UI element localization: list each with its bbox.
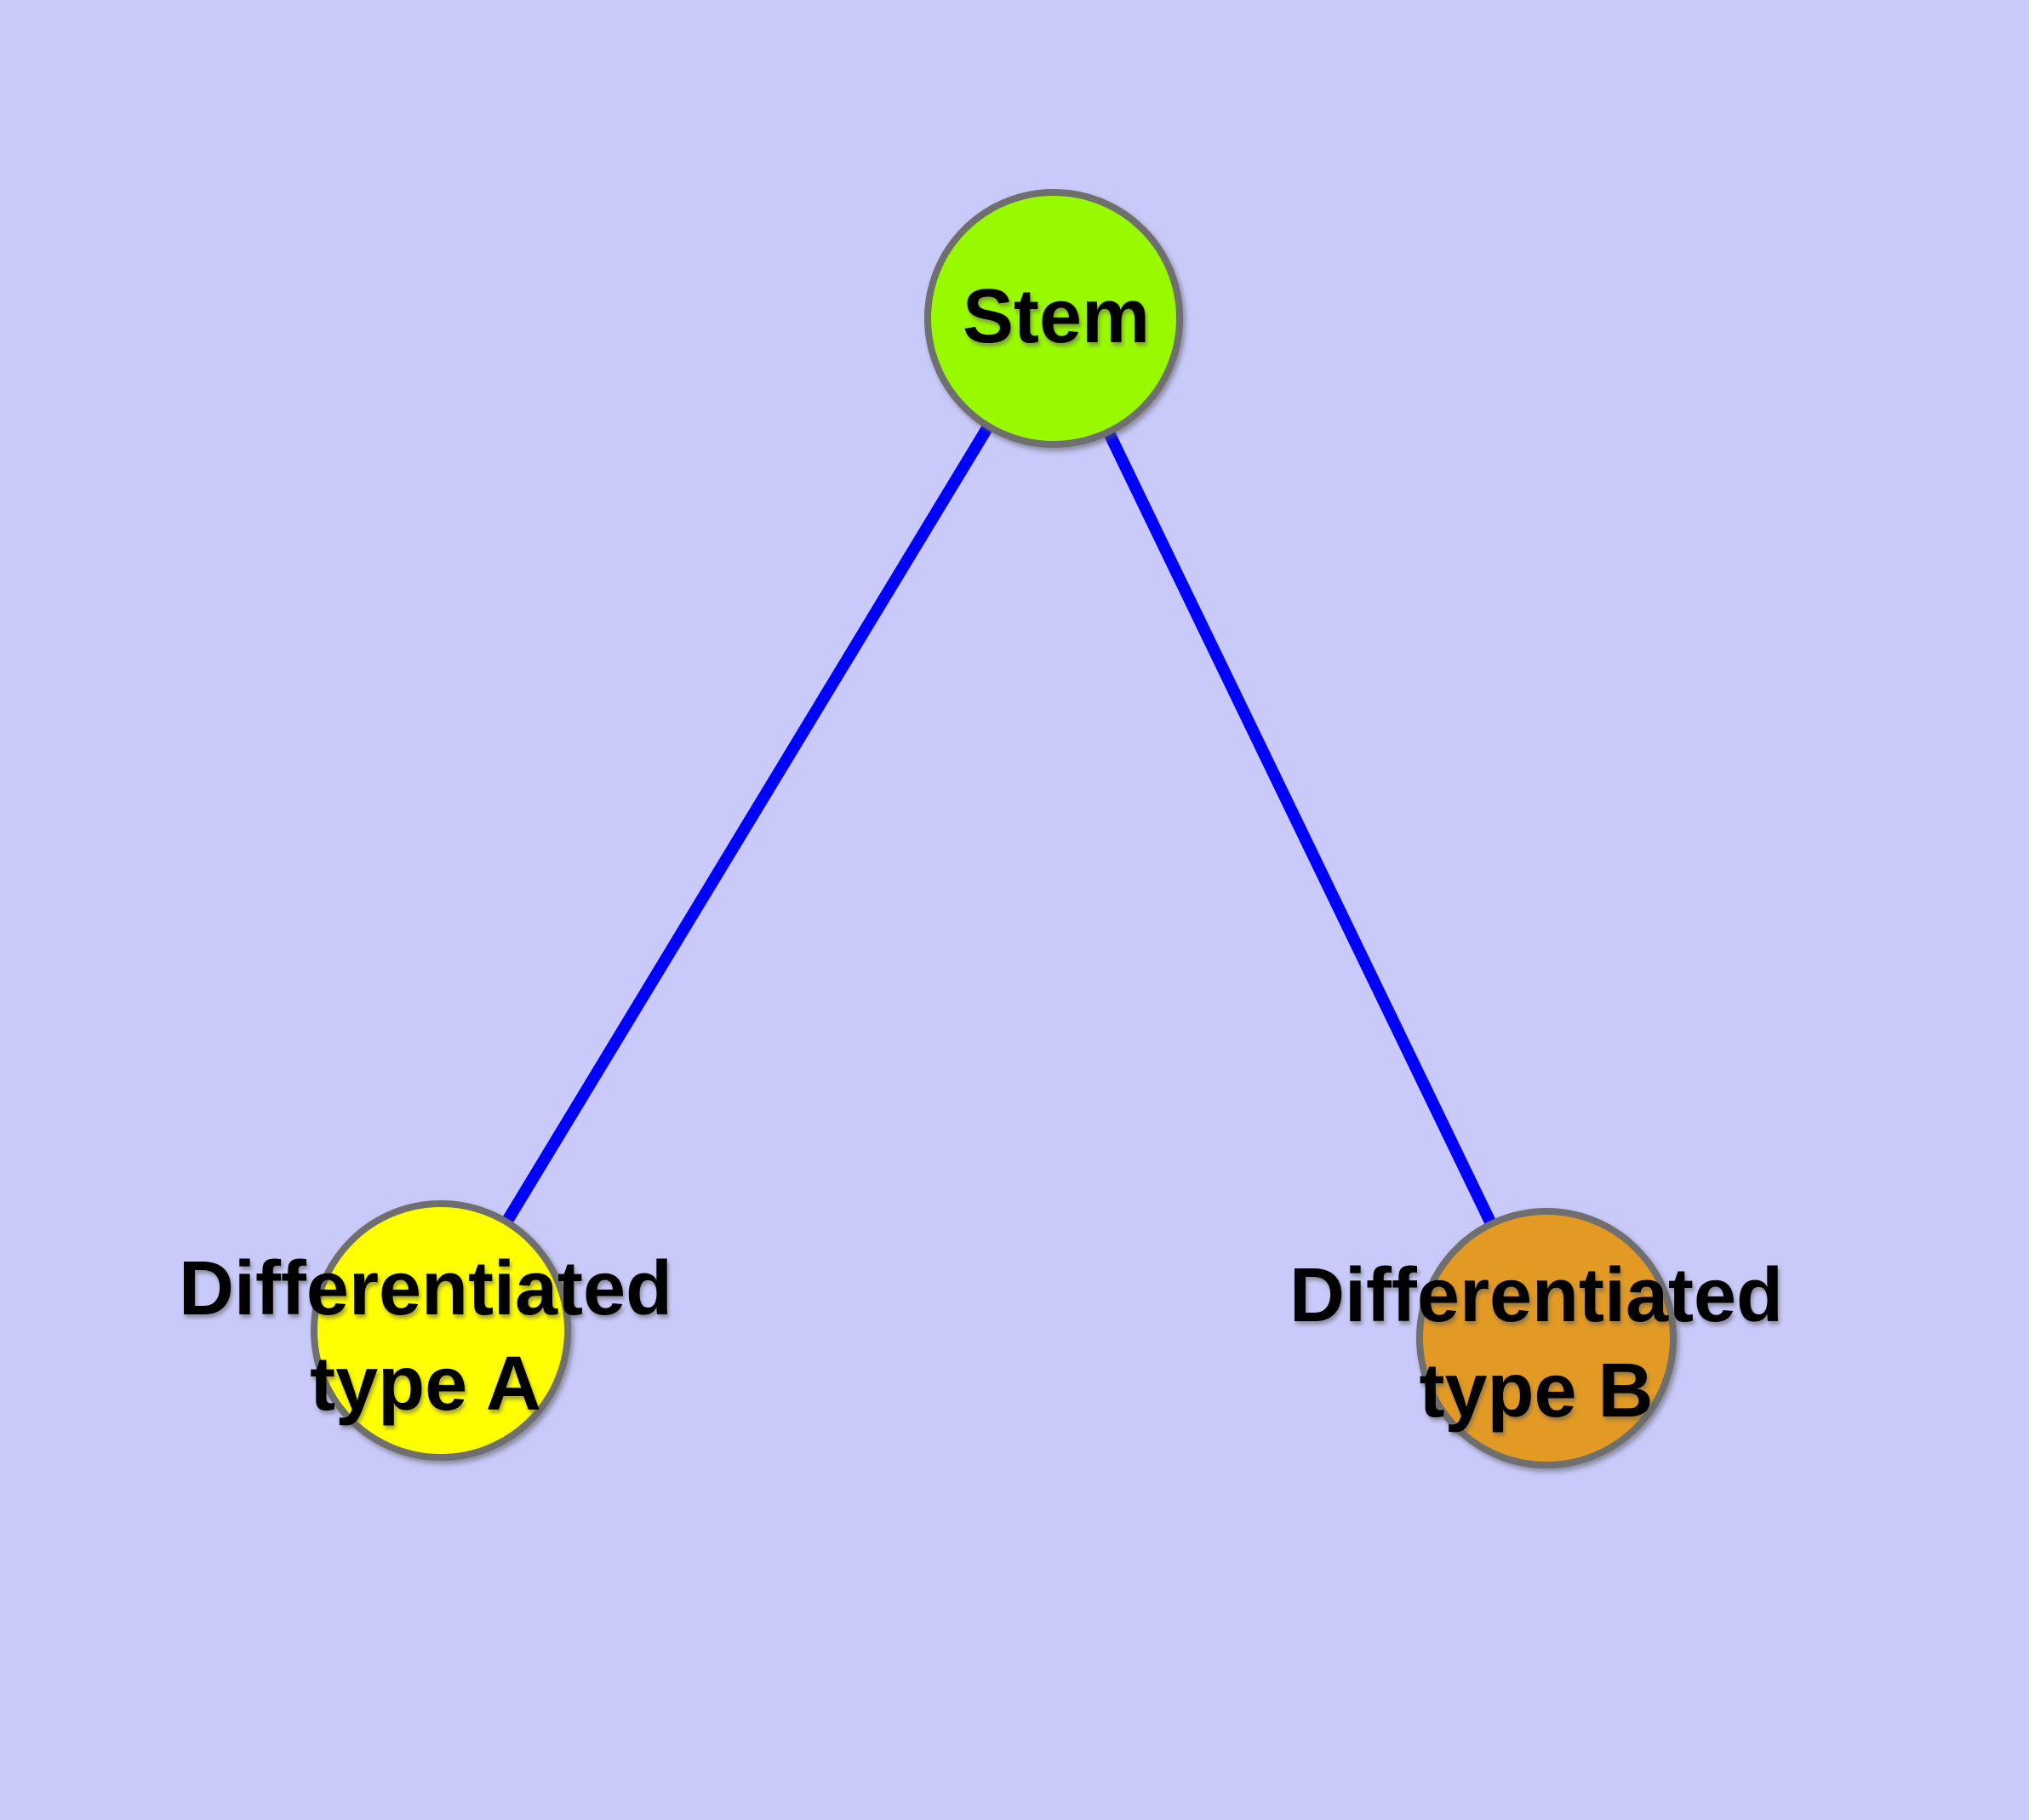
node-differentiated-type-b[interactable]: Differentiated type B bbox=[1289, 1208, 1783, 1468]
differentiated-type-b-label-line2: type B bbox=[1419, 1348, 1653, 1434]
stem-node-label: Stem bbox=[963, 274, 1150, 359]
differentiated-type-a-label-line1: Differentiated bbox=[179, 1246, 672, 1331]
edge-layer bbox=[436, 315, 1552, 1342]
differentiated-type-a-node-circle[interactable] bbox=[311, 1200, 571, 1461]
node-stem[interactable]: Stem bbox=[924, 189, 1183, 448]
differentiated-type-b-label-line1: Differentiated bbox=[1289, 1253, 1783, 1338]
differentiated-type-b-node-circle[interactable] bbox=[1416, 1208, 1677, 1468]
stem-node-circle[interactable] bbox=[924, 189, 1183, 448]
node-differentiated-type-a[interactable]: Differentiated type A bbox=[179, 1200, 672, 1461]
edge-stem-to-type-a[interactable] bbox=[436, 315, 1059, 1334]
edge-stem-to-type-b[interactable] bbox=[1048, 315, 1552, 1342]
differentiated-type-a-label-line2: type A bbox=[310, 1342, 541, 1427]
